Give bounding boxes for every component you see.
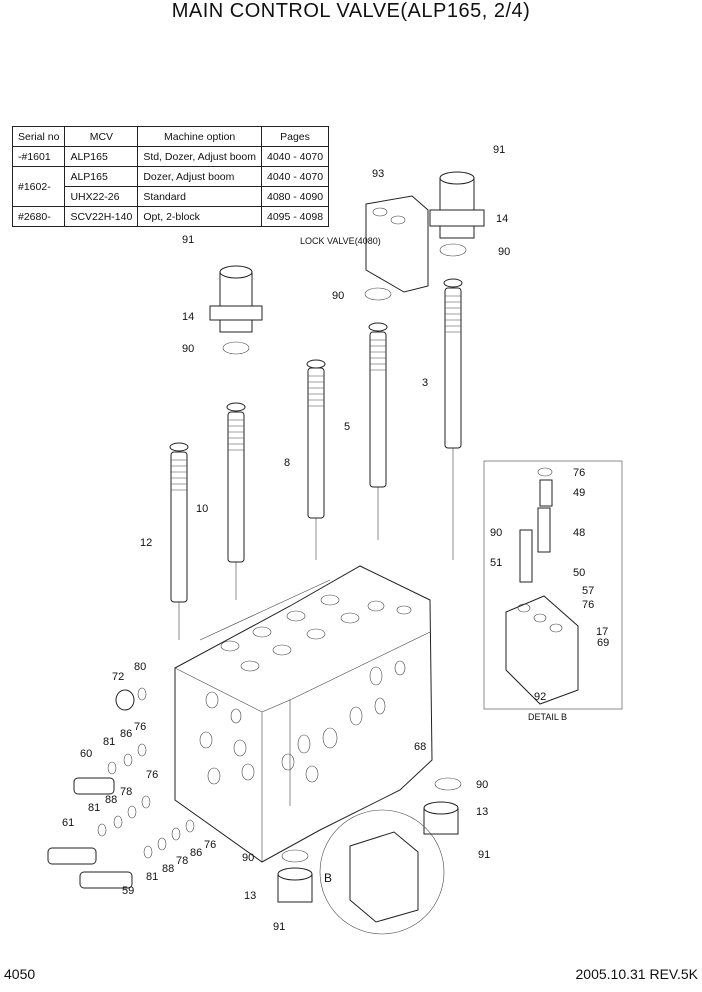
cell-pages: 4040 - 4070 [260,146,330,167]
revision-stamp: 2005.10.31 REV.5K [575,966,698,982]
part-label: 50 [573,567,585,579]
part-label: 91 [478,849,490,861]
spool-5 [368,322,388,540]
detail-b-label: DETAIL B [528,712,567,722]
detail-b-plunger [537,507,551,553]
o-ring [222,341,250,355]
plug-59 [79,819,195,889]
part-label: 5 [344,421,350,433]
part-label: 78 [120,786,132,798]
part-label: 60 [80,748,92,760]
part-label: 80 [134,661,146,673]
part-label: 61 [62,817,74,829]
detail-b-block [505,595,579,705]
part-label: 90 [498,246,510,258]
part-label: 17 [596,626,608,638]
part-label: 90 [242,852,254,864]
part-label: 14 [496,213,508,225]
cell-serial: #2680- [11,206,66,227]
part-label: 88 [162,863,174,875]
part-label: 57 [582,585,594,597]
part-label: 91 [273,921,285,933]
o-ring [364,287,392,301]
cell-serial: #1602- [11,166,66,207]
header-mcv: MCV [64,126,139,147]
part-label: 86 [120,728,132,740]
part-label: 78 [176,855,188,867]
part-label: 90 [182,343,194,355]
detail-b-frame [483,460,623,710]
spool-10 [226,402,246,600]
cell-pages: 4040 - 4070 [260,166,330,187]
detail-b-pin [519,529,533,583]
part-label: 49 [573,487,585,499]
cell-pages: 4095 - 4098 [260,206,330,227]
detail-b-callout-block [349,831,419,923]
part-label: 8 [284,457,290,469]
part-label: 81 [88,802,100,814]
part-label: 51 [490,557,502,569]
plug-72 [115,687,147,711]
part-label: 90 [490,527,502,539]
machine-option-table: Serial no MCV Machine option Pages -#160… [11,126,330,227]
part-label: 14 [182,311,194,323]
cap-13-right [423,777,462,835]
part-label: 90 [476,779,488,791]
part-label: 81 [146,871,158,883]
o-ring [537,467,553,477]
part-label: 69 [597,637,609,649]
main-valve-body [174,565,433,863]
cap-14-left [209,265,263,333]
o-ring [439,243,467,257]
part-label: 12 [140,537,152,549]
part-label: 72 [112,671,124,683]
part-label: 86 [190,847,202,859]
part-label: 13 [476,806,488,818]
cell-option: Opt, 2-block [137,206,262,227]
part-label: 76 [146,769,158,781]
plug-61 [47,795,151,865]
cell-pages: 4080 - 4090 [260,186,330,207]
part-label: 59 [122,885,134,897]
part-label: 68 [414,741,426,753]
part-label: 81 [103,736,115,748]
spool-8 [306,359,326,560]
part-label: 48 [573,527,585,539]
part-label: 91 [182,234,194,246]
part-label: 76 [204,839,216,851]
lock-valve-label: LOCK VALVE(4080) [300,236,381,246]
part-label: 10 [196,503,208,515]
table-header-row: Serial no MCV Machine option Pages [11,126,330,147]
part-label: 3 [422,377,428,389]
table-row: #2680- SCV22H-140 Opt, 2-block 4095 - 40… [11,206,330,227]
part-label: 93 [372,168,384,180]
spool-12 [169,442,189,640]
cell-mcv: ALP165 [64,146,139,167]
table-row: UHX22-26 Standard 4080 - 4090 [13,186,330,207]
page-number: 4050 [4,966,36,982]
detail-b-callout [319,809,445,935]
plug-60 [73,743,147,795]
part-label: 88 [105,794,117,806]
detail-b-spring [539,479,553,507]
lock-valve-block [365,195,429,293]
cell-mcv: SCV22H-140 [64,206,139,227]
detail-b-marker: B [324,871,332,885]
part-label: 90 [332,290,344,302]
part-label: 76 [134,721,146,733]
part-label: 91 [493,144,505,156]
part-label: 92 [534,691,546,703]
part-label: 76 [573,467,585,479]
cap-14-right [429,171,485,239]
part-label: 76 [582,599,594,611]
page-title: MAIN CONTROL VALVE(ALP165, 2/4) [171,0,531,22]
part-label: 13 [244,890,256,902]
spool-3 [443,278,463,560]
cap-13-left [277,849,313,903]
